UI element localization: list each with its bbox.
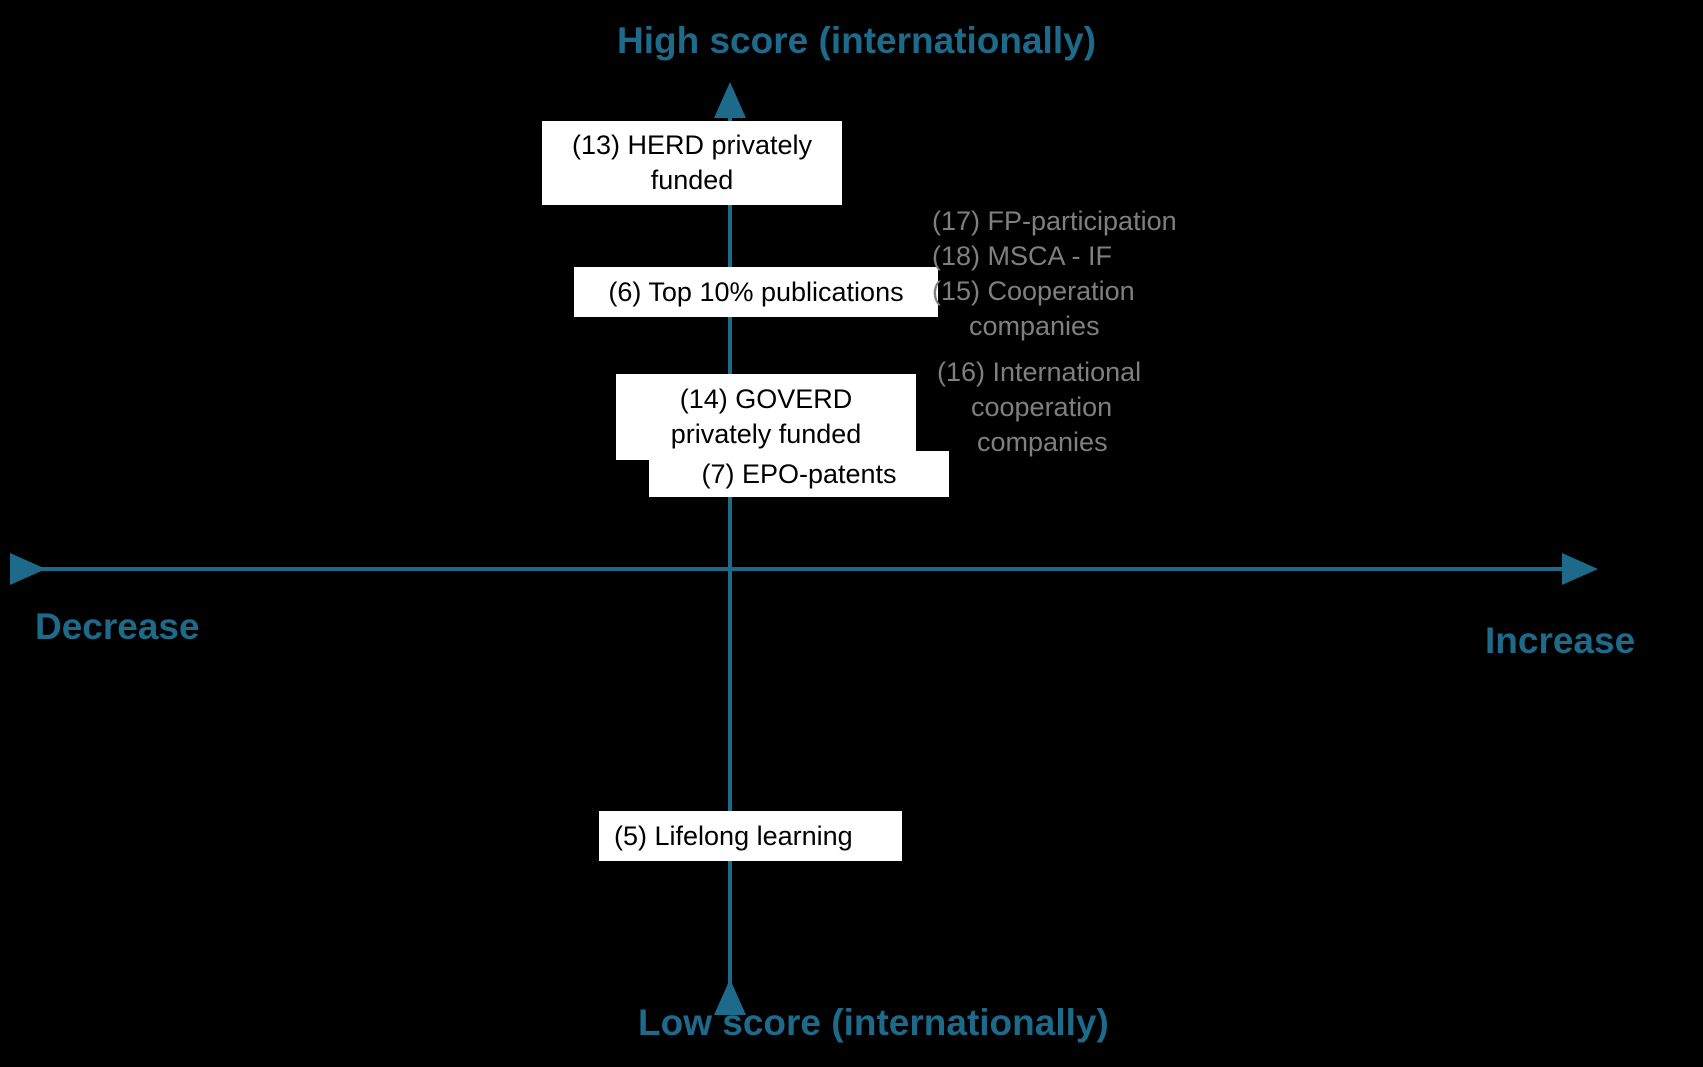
bottom-axis-label: Low score (internationally)	[638, 1002, 1109, 1043]
indicator-msca-if: (18) MSCA - IF	[932, 241, 1113, 271]
top-axis-label: High score (internationally)	[617, 20, 1097, 61]
indicator-box-goverd: (14) GOVERD privately funded	[616, 374, 916, 460]
indicator-box-top10-publications: (6) Top 10% publications	[574, 267, 938, 317]
indicator-international-cooperation-line3: companies	[977, 427, 1108, 457]
left-axis-label: Decrease	[35, 606, 200, 647]
indicator-cooperation-companies: (15) Cooperation	[932, 276, 1135, 306]
right-axis-label: Increase	[1485, 620, 1636, 661]
indicator-cooperation-companies-line2: companies	[969, 311, 1100, 341]
indicator-box-epo-patents: (7) EPO-patents	[649, 451, 949, 497]
indicator-international-cooperation-line2: cooperation	[971, 392, 1113, 422]
indicator-fp-participation: (17) FP-participation	[932, 206, 1177, 236]
indicator-international-cooperation-line1: (16) International	[937, 357, 1142, 387]
indicator-box-lifelong-learning: (5) Lifelong learning	[599, 811, 902, 861]
indicator-box-herd: (13) HERD privately funded	[542, 121, 842, 205]
